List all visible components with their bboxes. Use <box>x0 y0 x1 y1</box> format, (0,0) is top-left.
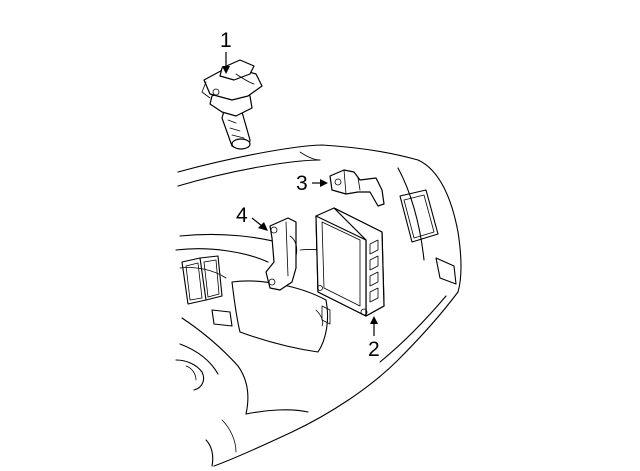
callout-arrowhead-4 <box>258 222 268 231</box>
callout-3: 3 <box>296 172 328 195</box>
callout-arrowhead-3 <box>320 179 328 187</box>
callout-1: 1 <box>220 29 232 74</box>
bracket-3 <box>329 169 385 207</box>
bracket-4 <box>265 217 298 291</box>
callout-arrowhead-1 <box>222 66 230 74</box>
dashboard-outline <box>175 144 462 467</box>
callout-label-3: 3 <box>296 172 308 195</box>
callout-4: 4 <box>236 204 268 231</box>
callout-label-2: 2 <box>368 338 380 361</box>
callout-arrowhead-2 <box>370 316 378 324</box>
callout-label-1: 1 <box>220 29 232 52</box>
callout-2: 2 <box>368 316 380 361</box>
ecu-module <box>315 207 385 317</box>
ignition-coil <box>201 59 263 150</box>
callout-label-4: 4 <box>236 204 248 227</box>
callout-arrow-4 <box>251 217 263 227</box>
